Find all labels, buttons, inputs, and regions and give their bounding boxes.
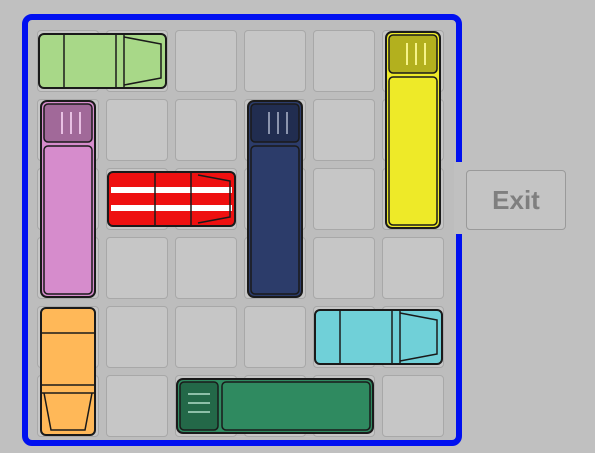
grid-cell-r3-c1 [106, 237, 168, 299]
grid-cell-r0-c2 [175, 30, 237, 92]
green-truck[interactable] [176, 378, 374, 434]
grid-cell-r3-c4 [313, 237, 375, 299]
grid-cell-r1-c4 [313, 99, 375, 161]
green-truck-graphic [176, 378, 374, 434]
yellow-truck-graphic [385, 31, 441, 229]
grid-cell-r3-c2 [175, 237, 237, 299]
yellow-truck[interactable] [385, 31, 441, 229]
grid-cell-r1-c1 [106, 99, 168, 161]
cyan-car-graphic [314, 309, 443, 365]
grid-cell-r4-c2 [175, 306, 237, 368]
grid-cell-r3-c5 [382, 237, 444, 299]
red-target-car-graphic [107, 171, 236, 227]
grid-cell-r4-c3 [244, 306, 306, 368]
navy-truck-graphic [247, 100, 303, 298]
pink-truck[interactable] [40, 100, 96, 298]
exit-button[interactable]: Exit [466, 170, 566, 230]
red-target-car[interactable] [107, 171, 236, 227]
grid-cell-r5-c1 [106, 375, 168, 437]
grid-cell-r5-c5 [382, 375, 444, 437]
pink-truck-graphic [40, 100, 96, 298]
navy-truck[interactable] [247, 100, 303, 298]
orange-car-graphic [40, 307, 96, 436]
grid-cell-r0-c3 [244, 30, 306, 92]
orange-car[interactable] [40, 307, 96, 436]
cyan-car[interactable] [314, 309, 443, 365]
grid-cell-r2-c4 [313, 168, 375, 230]
grid-cell-r4-c1 [106, 306, 168, 368]
grid-cell-r0-c4 [313, 30, 375, 92]
light-green-car-graphic [38, 33, 167, 89]
light-green-car[interactable] [38, 33, 167, 89]
grid-cell-r1-c2 [175, 99, 237, 161]
